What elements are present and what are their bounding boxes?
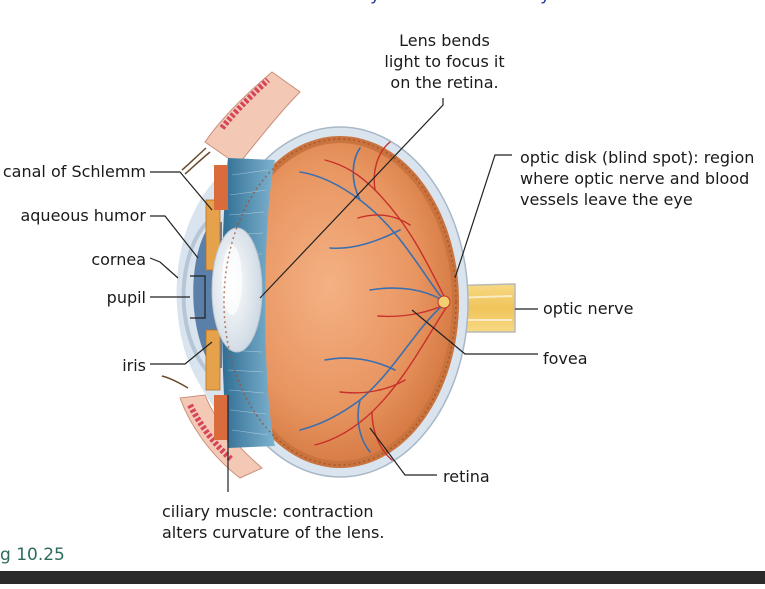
leader-fovea (411, 309, 538, 355)
bottom-bar (0, 571, 765, 584)
leader-iris (150, 341, 213, 365)
pupil-bracket (190, 275, 206, 319)
label-lens: Lens bends light to focus it on the reti… (372, 30, 517, 93)
vitreous-body (228, 143, 452, 461)
label-lens-line: light to focus it (384, 52, 505, 71)
label-optic-disk-line: optic disk (blind spot): region (520, 148, 755, 167)
label-lens-line: Lens bends (399, 31, 490, 50)
ciliary-muscle-upper (214, 165, 228, 210)
label-optic-disk-line: where optic nerve and blood (520, 169, 750, 188)
label-retina: retina (443, 467, 490, 486)
figure-caption: g 10.25 (0, 545, 65, 565)
label-iris: iris (122, 356, 146, 375)
label-aqueous-humor: aqueous humor (20, 206, 146, 225)
label-optic-disk-line: vessels leave the eye (520, 190, 693, 209)
iris-lower-shape (205, 329, 221, 391)
cropped-title-fragment: y (540, 0, 551, 4)
upper-eyelid (181, 71, 301, 175)
optic-disk-shape (437, 295, 451, 309)
cropped-title-fragment: y (370, 0, 381, 4)
leader-canal-of-schlemm (150, 171, 213, 211)
leader-retina (369, 427, 437, 476)
retinal-veins (299, 147, 443, 453)
leader-cornea (149, 257, 179, 279)
lens-highlight (222, 245, 242, 315)
label-ciliary-muscle: ciliary muscle: contraction alters curva… (162, 501, 384, 543)
leader-lens (259, 98, 444, 299)
label-cornea: cornea (91, 250, 146, 269)
label-lens-line: on the retina. (390, 73, 499, 92)
cropped-title: y y (300, 0, 620, 4)
label-canal-of-schlemm: canal of Schlemm (2, 162, 146, 181)
retina-shape (223, 138, 457, 466)
label-optic-disk: optic disk (blind spot): region where op… (520, 147, 754, 210)
ciliary-muscle-lower (214, 395, 228, 440)
leader-aqueous-humor (150, 215, 199, 259)
label-fovea: fovea (543, 349, 588, 368)
label-pupil: pupil (106, 288, 146, 307)
cornea-shape (181, 216, 214, 374)
leader-lines (149, 98, 538, 492)
leader-optic-disk (454, 154, 512, 279)
label-optic-nerve: optic nerve (543, 299, 634, 318)
label-ciliary-muscle-line: alters curvature of the lens. (162, 523, 385, 542)
label-ciliary-muscle-line: ciliary muscle: contraction (162, 502, 374, 521)
